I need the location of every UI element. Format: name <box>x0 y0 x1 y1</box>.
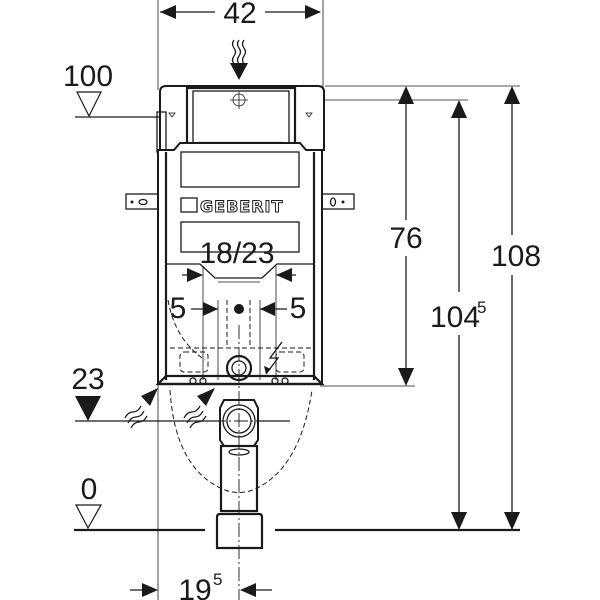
toilet-outline <box>169 389 313 493</box>
level-marker-100: 100 <box>63 60 160 118</box>
brand-logo: GEBERIT <box>180 197 283 217</box>
dimension-bottom-offset: 19 5 <box>130 570 272 600</box>
heat-wave-icon <box>230 39 248 80</box>
level-marker-23: 23 <box>71 363 290 422</box>
dimension-superscript-19: 5 <box>213 570 222 589</box>
dimension-drain-spacing: 18/23 <box>182 237 296 380</box>
dimension-height-108: 108 <box>491 86 541 530</box>
installation-frame: GEBERIT <box>125 85 355 386</box>
dimension-offset-left: 5 <box>170 292 219 380</box>
dimension-label-5-left: 5 <box>170 292 187 325</box>
dimension-width-42: 42 <box>160 0 321 30</box>
heat-wave-icon <box>124 388 158 429</box>
dimension-label-19: 19 <box>178 574 211 600</box>
level-label-23: 23 <box>71 363 104 396</box>
level-label-0: 0 <box>81 473 98 506</box>
bracket-right <box>321 193 355 210</box>
drain-pipe <box>212 325 266 600</box>
dimension-label-104: 104 <box>430 301 480 334</box>
level-label-100: 100 <box>63 60 113 93</box>
dimension-label-18-23: 18/23 <box>199 237 274 270</box>
base-holes <box>189 377 289 385</box>
heat-wave-icon <box>183 388 215 429</box>
brand-name: GEBERIT <box>200 197 283 216</box>
bracket-left <box>125 193 159 210</box>
lightning-icon <box>264 341 283 375</box>
dimension-label-108: 108 <box>491 240 541 273</box>
dimension-label-76: 76 <box>389 222 422 255</box>
center-point <box>234 304 244 314</box>
crosshair-icon <box>230 91 248 109</box>
dimension-label-5-right: 5 <box>290 292 307 325</box>
dimension-height-76: 76 <box>389 86 423 386</box>
dimension-offset-right: 5 <box>259 292 307 380</box>
dimension-height-104-5: 104 5 <box>430 100 486 530</box>
dimension-superscript-104: 5 <box>477 298 486 317</box>
level-marker-0: 0 <box>74 473 520 532</box>
dimension-label-42: 42 <box>223 0 256 30</box>
